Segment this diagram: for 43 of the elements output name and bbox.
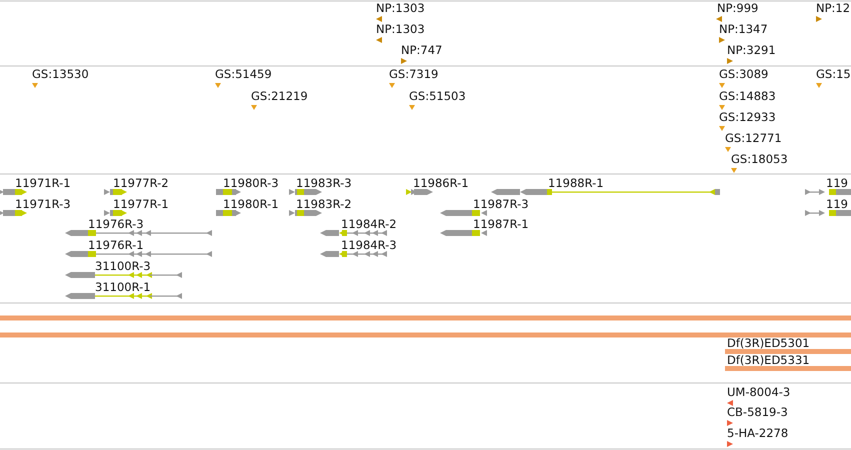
feature-label: 119 xyxy=(826,176,848,190)
feature-label: 11980R-1 xyxy=(223,197,279,211)
feature-label: 11983R-2 xyxy=(296,197,352,211)
feature-label: 31100R-1 xyxy=(95,280,151,294)
feature-label: GS:13530 xyxy=(32,67,89,81)
feature-label: 11980R-3 xyxy=(223,176,279,190)
feature-label: NP:12 xyxy=(816,1,850,15)
feature-label: GS:12933 xyxy=(719,110,776,124)
feature-label: NP:747 xyxy=(401,43,442,57)
feature-label: Df(3R)ED5331 xyxy=(727,353,810,367)
feature-label: 11977R-1 xyxy=(113,197,169,211)
feature-label: 11977R-2 xyxy=(113,176,169,190)
feature-label: CB-5819-3 xyxy=(727,405,788,419)
feature-label: GS:51459 xyxy=(215,67,272,81)
feature-label: GS:51503 xyxy=(409,89,466,103)
feature-label: GS:14883 xyxy=(719,89,776,103)
feature-label: 11986R-1 xyxy=(413,176,469,190)
feature-label: NP:1303 xyxy=(376,22,425,36)
feature-label: NP:1347 xyxy=(719,22,768,36)
feature-label: 119 xyxy=(826,197,848,211)
feature-label: 11987R-1 xyxy=(473,217,529,231)
feature-label: GS:7319 xyxy=(389,67,438,81)
feature-label: NP:3291 xyxy=(727,43,776,57)
feature-label: NP:1303 xyxy=(376,1,425,15)
feature-label: 11984R-2 xyxy=(341,217,397,231)
feature-label: 11983R-3 xyxy=(296,176,352,190)
feature-label: 11976R-3 xyxy=(88,217,144,231)
feature-label: GS:18053 xyxy=(731,152,788,166)
feature-label: GS:3089 xyxy=(719,67,768,81)
feature-label: 11987R-3 xyxy=(473,197,529,211)
feature-label: 11984R-3 xyxy=(341,238,397,252)
feature-label: 31100R-3 xyxy=(95,259,151,273)
feature-label: NP:999 xyxy=(717,1,758,15)
feature-label: 11971R-3 xyxy=(15,197,71,211)
feature-label: UM-8004-3 xyxy=(727,385,790,399)
feature-label: 11988R-1 xyxy=(548,176,604,190)
feature-label: 11976R-1 xyxy=(88,238,144,252)
feature-label: 11971R-1 xyxy=(15,176,71,190)
feature-label: 5-HA-2278 xyxy=(727,426,788,440)
feature-label: Df(3R)ED5301 xyxy=(727,336,810,350)
feature-label: GS:12771 xyxy=(725,131,782,145)
feature-label: GS:21219 xyxy=(251,89,308,103)
feature-label: GS:15 xyxy=(816,67,851,81)
